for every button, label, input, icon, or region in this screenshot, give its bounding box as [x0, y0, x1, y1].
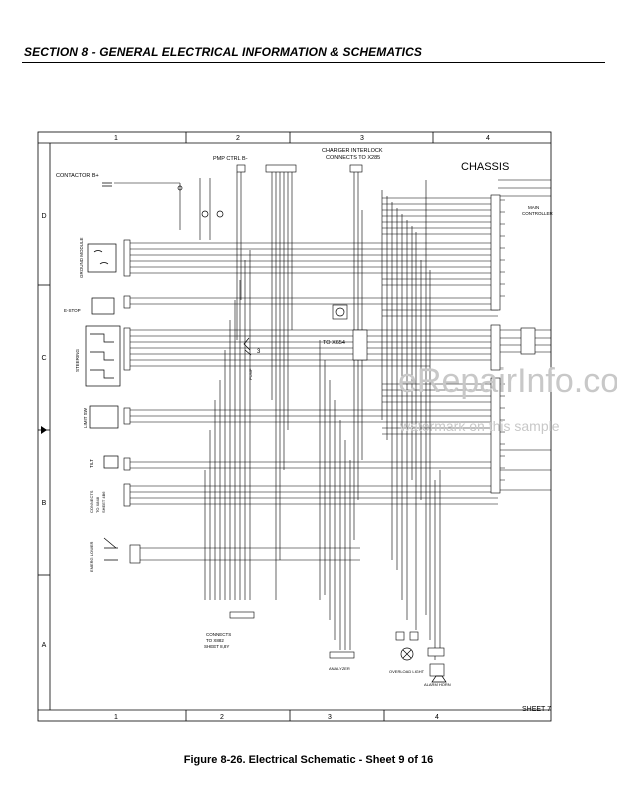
grid-row-c: C: [41, 355, 46, 362]
connects-x882-label-1: CONNECTS: [206, 632, 231, 637]
grid-col-4-top: 4: [486, 135, 490, 142]
pump-label: PUMP: [248, 368, 253, 380]
chassis-label: CHASSIS: [461, 161, 509, 173]
limit-switch-label: LIMIT SW: [83, 407, 88, 428]
tilt-box: [103, 455, 119, 469]
connector-terminals: [123, 164, 536, 677]
charger-interlock-label: CHARGER INTERLOCK: [322, 148, 383, 154]
grid-row-b: B: [42, 500, 47, 507]
grid-col-3-bottom: 3: [328, 714, 332, 721]
alarm-horn-label: ALARM HORN: [424, 682, 451, 687]
to-x654-label: TO X654: [323, 340, 345, 346]
figure-caption: Figure 8-26. Electrical Schematic - Shee…: [183, 754, 434, 766]
e-stop-box: [91, 297, 115, 315]
main-controller-label-1: MAIN: [528, 205, 539, 210]
limit-switch-box: [89, 405, 119, 429]
connects-left-label-3: SHEET 4B6: [101, 491, 106, 513]
wire-bundle-horizontal: [114, 179, 551, 561]
grid-col-1-bottom: 1: [114, 714, 118, 721]
charger-jack: [335, 307, 345, 317]
watermark-site: eRepairInfo.com: [398, 362, 617, 400]
analyzer-label: ANALYZER: [329, 666, 350, 671]
frame-arrow-icon: [41, 426, 47, 434]
section-title: SECTION 8 - GENERAL ELECTRICAL INFORMATI…: [24, 45, 422, 59]
grid-col-2-bottom: 2: [220, 714, 224, 721]
grid-col-1-top: 1: [114, 135, 118, 142]
overload-light-label: OVERLOAD LIGHT: [389, 669, 425, 674]
steering-box: [85, 325, 121, 387]
tilt-label: TILT: [89, 459, 94, 468]
connects-x882-label-3: SHEET 8,8Y: [204, 644, 229, 649]
pin-number-label: 3: [257, 349, 261, 355]
contactor-label: CONTACTOR B+: [56, 173, 99, 179]
drawing-frame: [37, 131, 552, 722]
grid-col-3-top: 3: [360, 135, 364, 142]
overload-light-circle: [400, 647, 414, 661]
ground-module-label: GROUND MODULE: [79, 237, 84, 278]
controller-pin-ticks: [500, 199, 505, 481]
charger-interlock-connects: CONNECTS TO X285: [326, 155, 380, 161]
grid-row-a: A: [42, 642, 47, 649]
connects-left-label-1: CONNECTS: [89, 490, 94, 513]
sheet-number-label: SHEET 7: [522, 706, 552, 713]
header-divider: [22, 62, 605, 63]
connects-x882-label-2: TO X882: [206, 638, 224, 643]
connects-left-label-2: TO X848: [95, 496, 100, 513]
ground-module-box: [87, 243, 117, 273]
main-controller-label-2: CONTROLLER: [522, 211, 554, 216]
grid-col-4-bottom: 4: [435, 714, 439, 721]
emergency-lower-label: EMERG LOWER: [89, 541, 94, 572]
pmp-ctrl-label: PMP CTRL B-: [213, 156, 248, 162]
watermark-note: watermark on this sample: [400, 418, 560, 434]
e-stop-label: E-STOP: [64, 308, 81, 313]
device-symbols: [85, 182, 447, 683]
grid-row-d: D: [41, 213, 46, 220]
steering-label: STEERING: [75, 348, 80, 372]
grid-col-2-top: 2: [236, 135, 240, 142]
wire-bundle-vertical: [179, 172, 441, 660]
